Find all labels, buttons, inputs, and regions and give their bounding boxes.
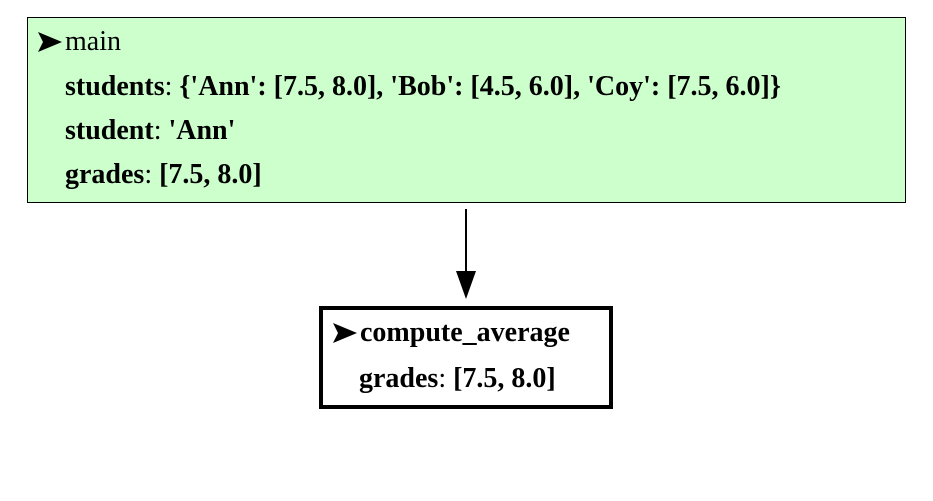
frame-title-row: main xyxy=(37,27,121,57)
variable-separator: : xyxy=(153,115,169,146)
frame-title: compute_average xyxy=(360,317,570,348)
variable-row: grades: [7.5, 8.0] xyxy=(65,160,262,190)
down-arrow-icon xyxy=(456,209,476,299)
variable-row: grades: [7.5, 8.0] xyxy=(359,364,556,394)
arrowhead-icon xyxy=(37,27,65,57)
frame-compute-average: compute_average grades: [7.5, 8.0] xyxy=(319,306,613,409)
variable-separator: : xyxy=(438,363,454,394)
frame-title: main xyxy=(65,26,121,57)
frame-title-row: compute_average xyxy=(332,318,570,348)
variable-row: students: {'Ann': [7.5, 8.0], 'Bob': [4.… xyxy=(65,72,781,102)
arrowhead-icon xyxy=(332,318,360,348)
variable-separator: : xyxy=(164,71,180,102)
variable-name: student xyxy=(65,115,154,146)
frame-main: main students: {'Ann': [7.5, 8.0], 'Bob'… xyxy=(27,17,906,203)
variable-name: grades xyxy=(65,159,145,190)
variable-separator: : xyxy=(144,159,160,190)
variable-value: {'Ann': [7.5, 8.0], 'Bob': [4.5, 6.0], '… xyxy=(179,71,781,102)
variable-value: [7.5, 8.0] xyxy=(453,363,556,394)
variable-name: students xyxy=(65,71,165,102)
variable-name: grades xyxy=(359,363,439,394)
variable-value: [7.5, 8.0] xyxy=(159,159,262,190)
variable-value: 'Ann' xyxy=(168,115,236,146)
variable-row: student: 'Ann' xyxy=(65,116,235,146)
